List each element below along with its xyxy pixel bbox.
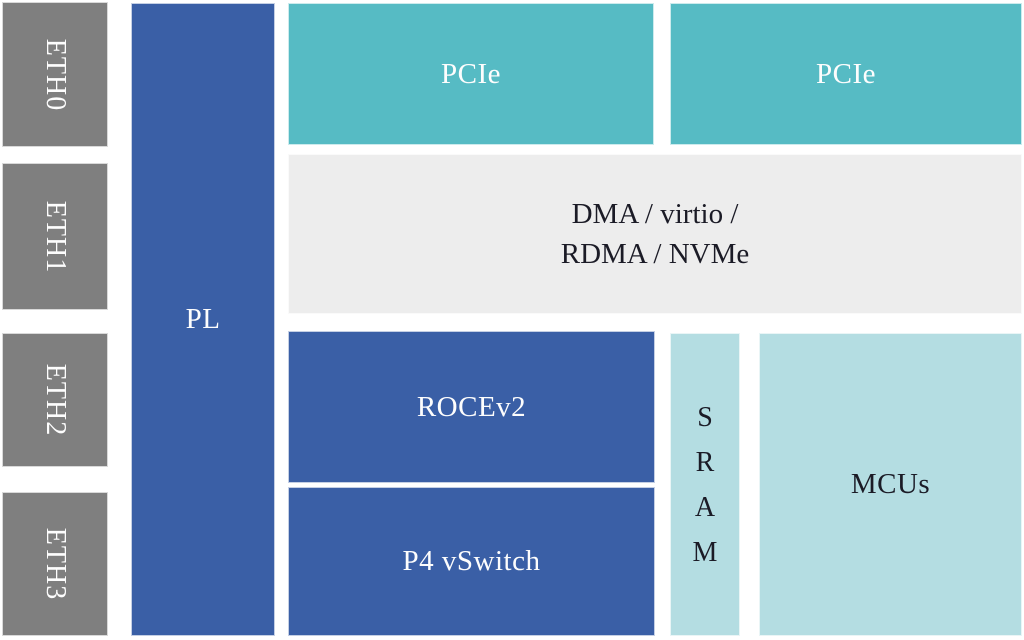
rocev2-block: ROCEv2	[288, 331, 655, 483]
eth2-block: ETH2	[2, 333, 108, 467]
pl-block: PL	[131, 3, 275, 636]
mcus-label: MCUs	[850, 468, 931, 500]
sram-letter-s: S	[697, 401, 713, 433]
eth2-label: ETH2	[40, 363, 71, 437]
sram-block: S R A M	[670, 333, 740, 636]
mcus-block: MCUs	[759, 333, 1022, 636]
eth1-block: ETH1	[2, 163, 108, 310]
rocev2-label: ROCEv2	[416, 390, 527, 423]
sram-letter-r: R	[695, 446, 715, 478]
dma-virtio-rdma-nvme-block: DMA / virtio / RDMA / NVMe	[288, 154, 1022, 314]
pl-label: PL	[185, 303, 221, 335]
dma-label-line1: DMA / virtio /	[571, 198, 739, 230]
pcie-right-label: PCIe	[816, 57, 876, 90]
eth3-label: ETH3	[40, 527, 71, 601]
eth0-block: ETH0	[2, 2, 108, 147]
eth1-label: ETH1	[40, 200, 71, 273]
p4-vswitch-label: P4 vSwitch	[402, 545, 541, 577]
eth3-block: ETH3	[2, 492, 108, 636]
pcie-left-label: PCIe	[441, 57, 501, 90]
eth0-label: ETH0	[40, 38, 71, 111]
pcie-left-block: PCIe	[288, 3, 654, 145]
sram-letter-a: A	[694, 491, 716, 523]
pcie-right-block: PCIe	[670, 3, 1022, 145]
sram-letter-m: M	[692, 536, 718, 568]
p4-vswitch-block: P4 vSwitch	[288, 487, 655, 636]
dma-label-line2: RDMA / NVMe	[560, 238, 750, 270]
